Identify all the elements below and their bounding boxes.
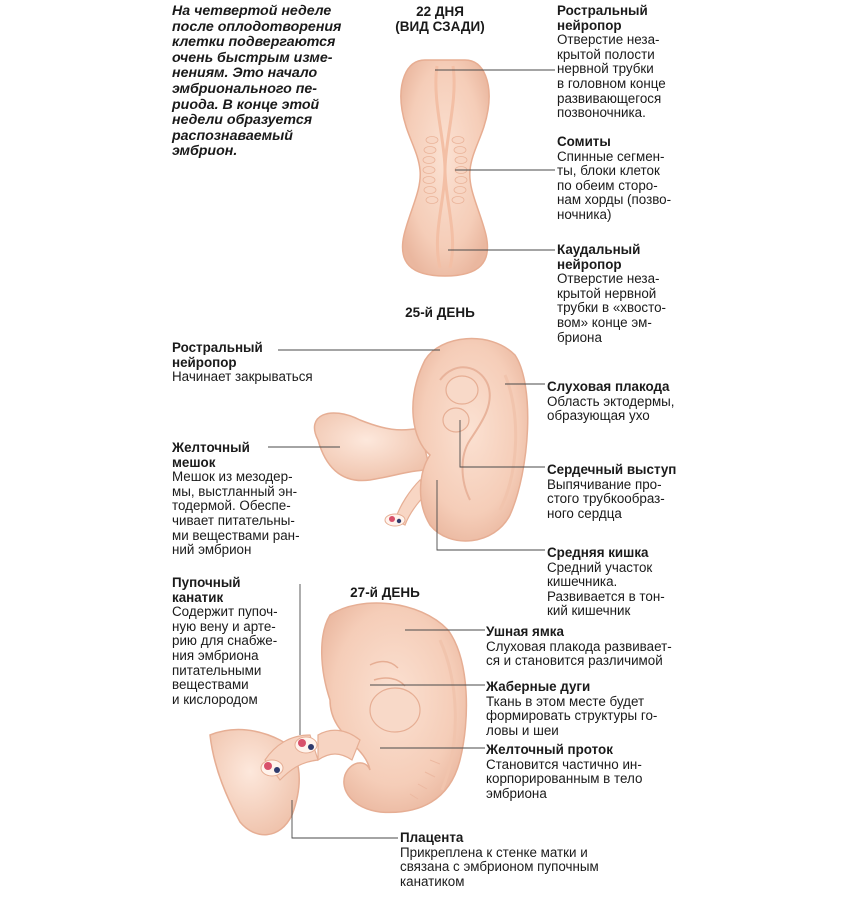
label-title: Пупочный канатик	[172, 576, 312, 605]
label-title: Каудальный нейропор	[557, 243, 727, 272]
label-title: Плацента	[400, 831, 660, 846]
label-desc: Ткань в этом месте будет формировать стр…	[486, 695, 716, 739]
label-title: Сердечный выступ	[547, 463, 727, 478]
stage-day22-heading: 22 ДНЯ (ВИД СЗАДИ)	[380, 4, 500, 34]
label-title: Средняя кишка	[547, 546, 727, 561]
label-desc: Начинает закрываться	[172, 370, 352, 385]
label-gill-arches: Жаберные дуги Ткань в этом месте будет ф…	[486, 680, 716, 738]
stage-day25-heading: 25-й ДЕНЬ	[385, 305, 495, 320]
label-desc: Прикреплена к стенке матки и связана с э…	[400, 846, 660, 890]
label-desc: Отверстие неза- крытой нервной трубки в …	[557, 272, 727, 345]
intro-text: На четвертой неделе после оплодотворения…	[172, 4, 372, 160]
label-desc: Средний участок кишечника. Развивается в…	[547, 561, 727, 619]
label-somites: Сомиты Спинные сегмен- ты, блоки клеток …	[557, 135, 727, 223]
label-title: Сомиты	[557, 135, 727, 150]
label-title: Жаберные дуги	[486, 680, 716, 695]
label-title: Желточный мешок	[172, 441, 337, 470]
label-desc: Слуховая плакода развивает- ся и станови…	[486, 640, 716, 669]
label-yolk-duct: Желточный проток Становится частично ин-…	[486, 743, 716, 801]
label-title: Ростральный нейропор	[557, 4, 727, 33]
label-title: Слуховая плакода	[547, 380, 727, 395]
label-caudal-neuropore: Каудальный нейропор Отверстие неза- крыт…	[557, 243, 727, 345]
stage-day27-heading: 27-й ДЕНЬ	[330, 585, 440, 600]
label-desc: Становится частично ин- корпорированным …	[486, 758, 716, 802]
label-desc: Мешок из мезодер- мы, выстланный эн- тод…	[172, 470, 337, 558]
label-desc: Содержит пупоч- ную вену и арте- рию для…	[172, 605, 312, 707]
label-desc: Выпячивание про- стого трубкообраз- ного…	[547, 478, 727, 522]
label-title: Ушная ямка	[486, 625, 716, 640]
label-rostral-neuropore-25: Ростральный нейропор Начинает закрыватьс…	[172, 341, 352, 385]
label-desc: Область эктодермы, образующая ухо	[547, 395, 727, 424]
label-otic-placode: Слуховая плакода Область эктодермы, обра…	[547, 380, 727, 424]
label-desc: Спинные сегмен- ты, блоки клеток по обеи…	[557, 150, 727, 223]
label-title: Ростральный нейропор	[172, 341, 352, 370]
label-yolk-sac: Желточный мешок Мешок из мезодер- мы, вы…	[172, 441, 337, 558]
embryo-day22	[401, 60, 489, 276]
label-midgut: Средняя кишка Средний участок кишечника.…	[547, 546, 727, 619]
label-placenta: Плацента Прикреплена к стенке матки и св…	[400, 831, 660, 889]
label-rostral-neuropore-22: Ростральный нейропор Отверстие неза- кры…	[557, 4, 727, 121]
label-otic-pit: Ушная ямка Слуховая плакода развивает- с…	[486, 625, 716, 669]
label-heart-bulge: Сердечный выступ Выпячивание про- стого …	[547, 463, 727, 521]
label-title: Желточный проток	[486, 743, 716, 758]
label-umbilical-cord: Пупочный канатик Содержит пупоч- ную вен…	[172, 576, 312, 707]
label-desc: Отверстие неза- крытой полости нервной т…	[557, 33, 727, 121]
